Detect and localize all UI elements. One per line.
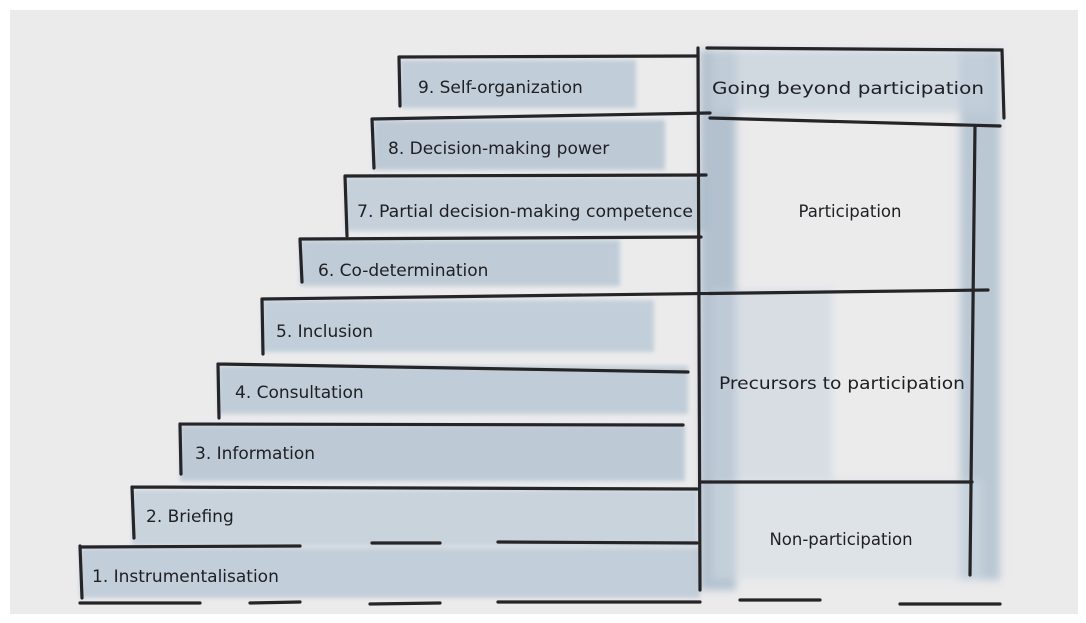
step-label-2: 2. Briefing [146,507,234,527]
step-label-9: 9. Self-organization [418,78,583,98]
category-non-participation: Non-participation [769,530,912,549]
step-label-4: 4. Consultation [235,383,364,403]
step-label-7: 7. Partial decision-making competence [357,202,693,222]
category-precursors: Precursors to participation [719,374,965,393]
stair-wash [80,60,710,598]
step-label-8: 8. Decision-making power [388,139,609,159]
step-label-5: 5. Inclusion [276,322,373,342]
stair-lines [78,54,1002,606]
column-wash [700,50,1000,590]
category-labels: Going beyond participation Participation… [712,79,984,549]
step-label-1: 1. Instrumentalisation [92,567,279,587]
category-participation: Participation [798,202,901,221]
step-label-3: 3. Information [195,444,315,464]
category-going-beyond: Going beyond participation [712,79,984,98]
category-table-lines [696,46,1006,592]
step-label-6: 6. Co-determination [318,261,488,281]
step-labels: 1. Instrumentalisation 2. Briefing 3. In… [92,78,693,587]
